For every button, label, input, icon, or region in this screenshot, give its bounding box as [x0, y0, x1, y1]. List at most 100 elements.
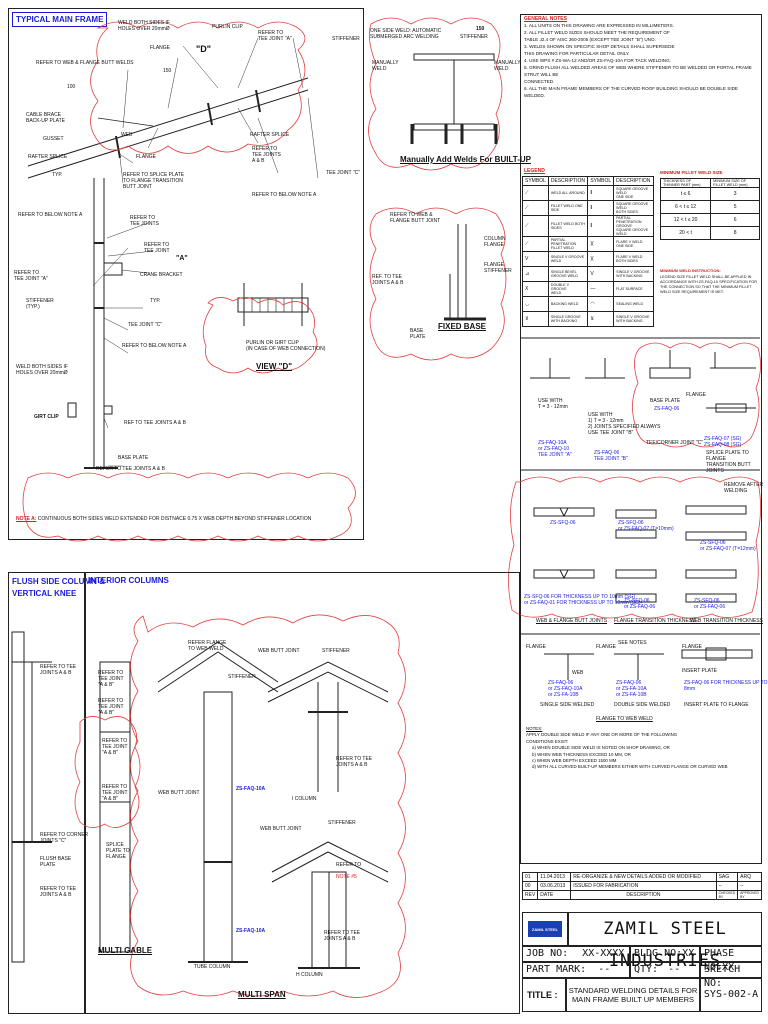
purlin-girt-label: PURLIN OR GIRT CLIP (IN CASE OF WEB CONN…: [246, 340, 326, 352]
general-notes-title: GENERAL NOTES: [524, 16, 567, 22]
view-d-title: VIEW "D": [256, 362, 293, 371]
min-weld-table: THICKNESS OF THINNER PART (mm) MINIMUM S…: [659, 178, 760, 240]
tee-use-with-1: USE WITH T = 3 - 12mm: [538, 398, 568, 410]
int-refer-tee2: REFER TO TEE JOINTS A & B: [324, 930, 361, 942]
revision-row: 01 11.04.2013 RE-ORGANIZE & NEW DETAILS …: [521, 872, 762, 882]
flush-refer-tee-ab5: REFER TO TEE JOINT "A & B": [102, 784, 128, 802]
legend-h4: DESCRIPTION: [613, 176, 654, 186]
fixed-refer-web-label: REFER TO WEB & FLANGE BUTT JOINT: [390, 212, 441, 224]
apply-note-d: d) WITH ALL CURVED BUILT-UP MEMBERS EITH…: [532, 764, 728, 770]
flush-refer-tee-ab4: REFER TO TEE JOINT "A & B": [102, 738, 128, 756]
refer-below-a2-label: REFER TO BELOW NOTE A: [18, 212, 83, 218]
min-weld-t4: 20 < t: [659, 226, 712, 240]
min-weld-t1: t ≤ 6: [659, 187, 712, 201]
tee-joint-c2-label: TEE JOINT "C": [128, 322, 163, 328]
min-weld-t3: 12 < t ≤ 20: [659, 213, 712, 227]
legend-row: FILLET WELD ONE SIDE: [547, 200, 589, 216]
rafter-splice-2-label: RAFTER SPLICE: [250, 132, 290, 138]
min-weld-h1: THICKNESS OF THINNER PART (mm): [659, 178, 712, 188]
rev-date: 11.04.2013: [537, 872, 572, 882]
revision-header: REV DATE DESCRIPTION CHECKED BY APPROVED…: [521, 890, 762, 900]
refer-tee-joint-label: REFER TO TEE JOINT: [144, 242, 170, 254]
legend-h1: SYMBOL: [522, 176, 549, 186]
apply-note-a: a) WHEN DOUBLE SIDE WELD IS NOTED ON SHO…: [532, 745, 670, 751]
fw-flange-3: FLANGE: [682, 644, 703, 650]
main-frame-title: TYPICAL MAIN FRAME: [12, 12, 108, 27]
column-flange-label: COLUMN FLANGE: [484, 236, 506, 248]
girt-clip-label: GIRT CLIP: [34, 414, 59, 420]
legend-row: FLARE V WELD BOTH SIDES: [613, 251, 654, 267]
rev-h-desc: DESCRIPTION: [570, 890, 717, 900]
flange-label: FLANGE: [150, 45, 171, 51]
base-plate-label: BASE PLATE: [118, 455, 149, 461]
fixed-base-plate-label: BASE PLATE: [410, 328, 426, 340]
multi-gable-title: MULTI GABLE: [98, 946, 153, 955]
legend-row: SINGLE BEVEL GROOVE WELD: [547, 266, 589, 282]
fixed-base-title: FIXED BASE: [438, 322, 487, 331]
rev-no: 00: [521, 881, 539, 891]
rev-desc: ISSUED FOR FABRICATION: [570, 881, 717, 891]
general-note-1: 1. ALL UNITS ON THIS DRAWING ARE EXPRESS…: [524, 23, 674, 28]
part-cell: PART MARK: --: [522, 962, 630, 978]
one-side-weld-label: ONE SIDE WELD: AUTOMATIC SUBMERGED ARC W…: [370, 28, 442, 40]
legend-row: SEALING WELD: [613, 296, 654, 312]
rev-h-approved: APPROVED BY: [737, 890, 762, 900]
rev-h-date: DATE: [537, 890, 572, 900]
int-refer-flange: REFER FLANGE TO WEB WELD: [188, 640, 227, 652]
fw-double: DOUBLE SIDE WELDED: [614, 702, 671, 708]
interior-panel: [84, 572, 520, 1014]
bottom-drawing: [11, 614, 406, 998]
qty-value: --: [668, 964, 681, 975]
title-label-cell: TITLE :: [522, 978, 566, 1012]
refer-tee-a2-label: REFER TO TEE JOINT "A": [14, 270, 48, 282]
legend-h2: DESCRIPTION: [547, 176, 589, 186]
min-weld-h2: MINIMUM SIZE OF FILLET WELD (mm): [710, 178, 760, 188]
int-web-butt3: WEB BUTT JOINT: [260, 826, 302, 832]
flush-refer-corner: REFER TO CORNER JOINTS "C": [40, 832, 89, 844]
phase-value: XX: [722, 962, 735, 973]
butt-wps-c: ZS-SFQ-06 or ZS-FAQ-07 (T=12mm): [700, 540, 756, 552]
legend-row: SQUARE GROOVE WELD BOTH SIDES: [613, 200, 654, 216]
revision-table: 01 11.04.2013 RE-ORGANIZE & NEW DETAILS …: [521, 872, 762, 900]
butt-wps-b: ZS-SFQ-06 or ZS-FAQ-07 (T=10mm): [618, 520, 674, 532]
typ2-label: TYP.: [150, 298, 161, 304]
int-tube-column: TUBE COLUMN: [194, 964, 231, 970]
rev-h-checked: CHECKED BY: [715, 890, 739, 900]
apply-notes-title: NOTES:: [526, 726, 543, 731]
butt-wps-a: ZS-SFQ-06: [550, 520, 576, 526]
tee-splice-label: SPLICE PLATE TO FLANGE TRANSITION BUTT J…: [706, 450, 751, 474]
ref-tee-ab-label: REF TO TEE JOINTS A & B: [124, 420, 186, 426]
rev-approved: --: [737, 881, 762, 891]
legend-row: FILLET WELD BOTH SIDES: [547, 215, 589, 237]
logo-box: ZAMIL STEEL: [522, 912, 568, 946]
min-weld-note: LEGEND SIZE FILLET WELD SHALL BE APPLIED…: [660, 275, 757, 294]
general-note-5: 5. GRIND FLUSH ALL WELDED AREAS OF WEB W…: [524, 65, 752, 84]
rev-h-rev: REV: [521, 890, 539, 900]
apply-notes: NOTES: APPLY DOUBLE SIDE WELD IF ANY ONE…: [526, 726, 758, 771]
refer-splice-label: REFER TO SPLICE PLATE TO FLANGE TRANSITI…: [123, 172, 185, 190]
flush-refer-tee-ab6: REFER TO TEE JOINTS A & B: [40, 886, 77, 898]
min-weld-note-title: MINIMUM WELD INSTRUCTION:: [660, 268, 721, 273]
stiffener-typ-label: STIFFENER (TYP.): [26, 298, 54, 310]
job-label: JOB NO:: [526, 948, 569, 959]
zamil-logo: ZAMIL STEEL: [528, 921, 562, 937]
legend-row: SINGLE V GROOVE WITH BACKING: [613, 266, 654, 282]
phase-cell: PHASE NO:XX: [700, 946, 762, 973]
flange-stiffener-label: FLANGE STIFFENER: [484, 262, 512, 274]
part-value: --: [598, 964, 611, 975]
int-refer-tee: REFER TO TEE JOINTS A & B: [336, 756, 373, 768]
interior-title: INTERIOR COLUMNS: [88, 576, 169, 585]
rev-approved: ARQ: [737, 872, 762, 882]
crane-bracket-label: CRANE BRACKET: [140, 272, 183, 278]
int-web-butt: WEB BUTT JOINT: [258, 648, 300, 654]
fw-insert: INSERT PLATE TO FLANGE: [684, 702, 749, 708]
job-cell: JOB NO: XX-XXXX: [522, 946, 630, 962]
legend-row: WELD ALL AROUND: [547, 185, 589, 201]
fw-flange-1: FLANGE: [526, 644, 547, 650]
butt-wt-title: WEB TRANSITION THICKNESS: [690, 618, 763, 624]
legend-row: SINGLE GROOVE WITH BACKING: [547, 311, 589, 327]
main-frame-drawing: [22, 21, 356, 542]
min-weld-s4: 8: [710, 226, 760, 240]
butt-wf-title: WEB & FLANGE BUTT JOINTS: [536, 618, 608, 624]
fw-wps-b: ZS-FAQ-06 or ZS-FA-10A or ZS-FA-10B: [616, 680, 647, 698]
